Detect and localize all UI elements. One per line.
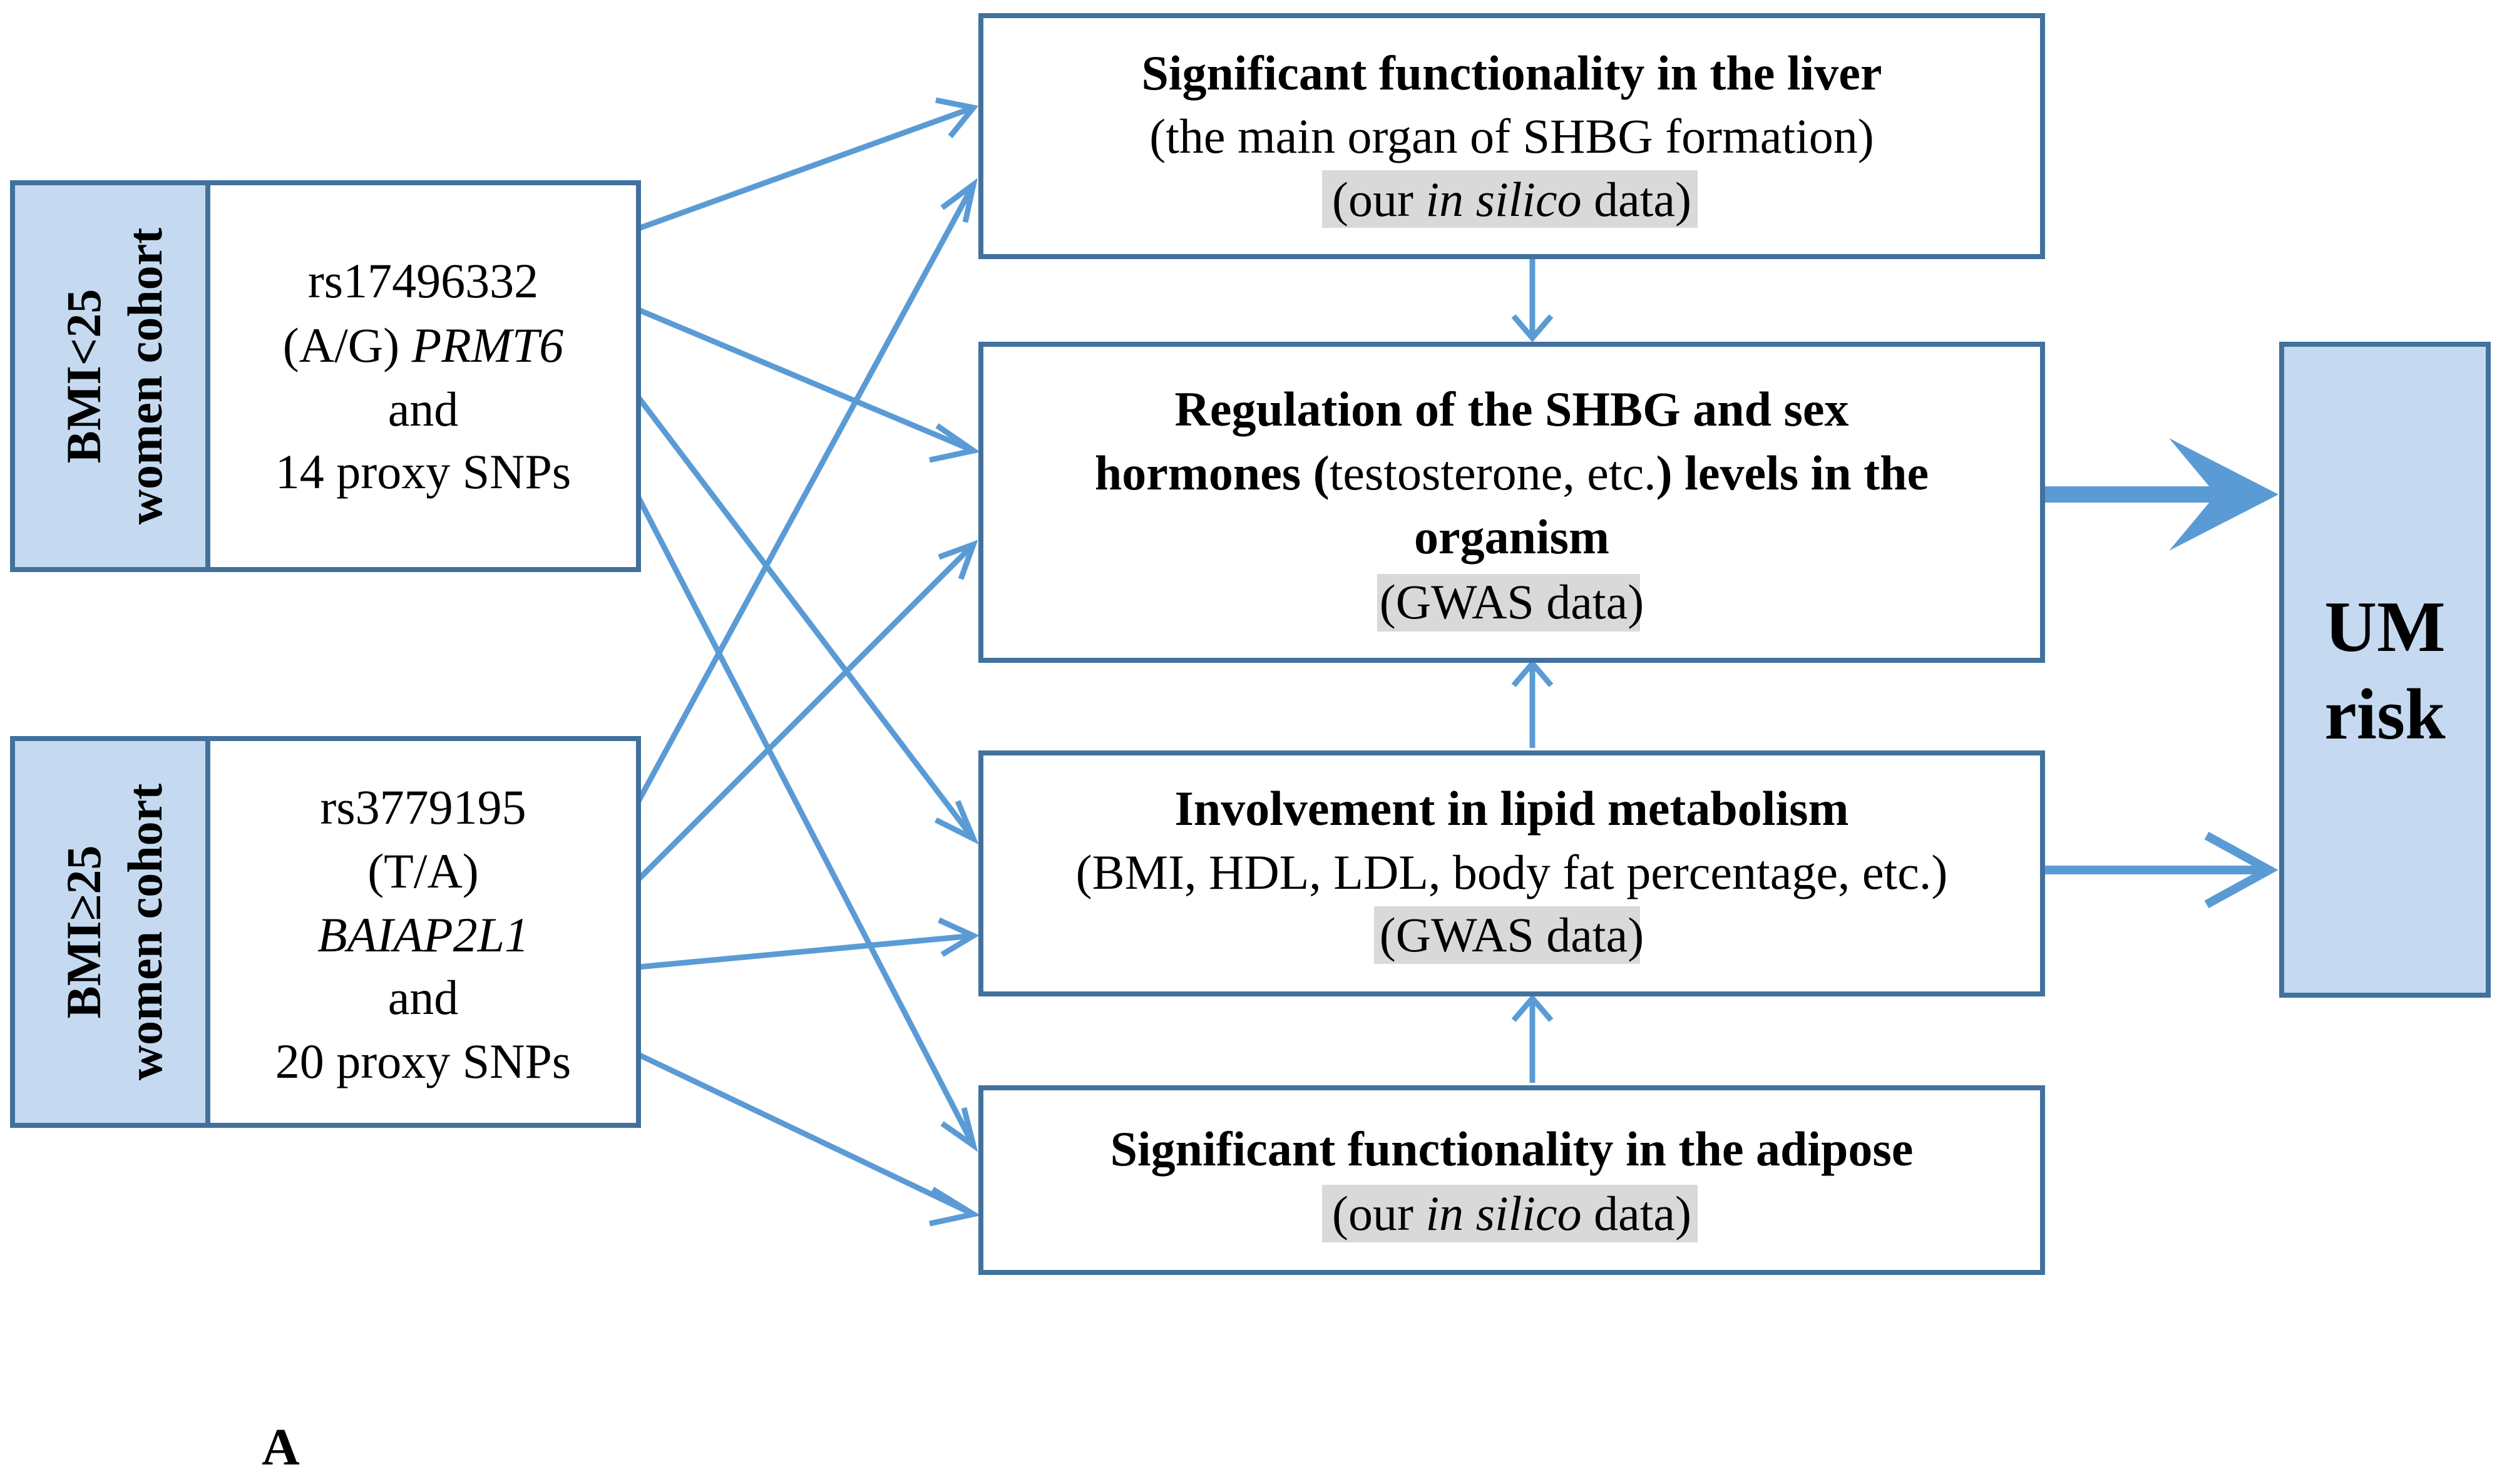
arrowhead (934, 800, 979, 845)
arrow-prmt6-to-lipid (636, 396, 976, 841)
snp-proxy: 14 proxy SNPs (275, 444, 571, 499)
um-risk-box: UM risk (2279, 342, 2491, 998)
snp-box (205, 736, 641, 1128)
arrow-baiap2l1-to-lipid (638, 933, 974, 970)
regulation-line1: Regulation of the SHBG and sex (1175, 382, 1849, 436)
arrowhead (940, 178, 978, 223)
arrowhead (1511, 994, 1554, 1022)
arrow-prmt6-to-regulation (637, 307, 975, 454)
snp-arrows (636, 97, 981, 1227)
arrow-prmt6-to-adipose (636, 496, 976, 1147)
liver-source: (our in silico data) (1332, 172, 1691, 227)
arrow-prmt6-to-liver (637, 105, 975, 232)
liver-box: Significant functionality in the liver (… (978, 13, 2045, 259)
cohort-label-line2: women cohort (118, 228, 172, 525)
arrowhead (2204, 831, 2279, 909)
snp-allele: (T/A) (367, 844, 479, 898)
arrowhead (929, 423, 981, 463)
snp-allele: (A/G) (283, 318, 399, 372)
liver-title: Significant functionality in the liver (1141, 46, 1882, 100)
arrowhead (929, 1187, 981, 1227)
arrow-baiap2l1-to-regulation (636, 542, 976, 882)
cohort-bmi-under-25: BMI<25 women cohort rs17496332 (A/G) PRM… (10, 180, 641, 572)
snp-proxy: 20 proxy SNPs (275, 1034, 571, 1088)
arrowhead (935, 97, 979, 138)
cohort-bmi-25-and-over: BMI≥25 women cohort rs3779195 (T/A) BAIA… (10, 736, 641, 1128)
cohort-label-line1: BMI<25 (56, 289, 111, 463)
arrowhead (1511, 314, 1554, 342)
cohort-label-line2: women cohort (118, 784, 172, 1080)
cohort-label-box (10, 180, 210, 572)
regulation-line3: organism (1414, 509, 1609, 564)
arrowhead (1511, 659, 1554, 687)
adipose-box: Significant functionality in the adipose… (978, 1085, 2045, 1275)
snp-and: and (388, 382, 459, 436)
arrowhead (2169, 438, 2279, 551)
arrowhead (940, 1107, 978, 1152)
gene-name: PRMT6 (411, 318, 564, 372)
arrowhead (938, 917, 980, 957)
snp-id: rs3779195 (320, 780, 526, 834)
regulation-line2: hormones (testosterone, etc.) levels in … (1095, 446, 1929, 500)
cohort-label-line1: BMI≥25 (56, 846, 111, 1019)
regulation-source: (GWAS data) (1380, 575, 1644, 629)
snp-id: rs17496332 (308, 253, 538, 308)
source-highlight (1374, 906, 1640, 964)
arrowhead (938, 540, 978, 580)
cohort-label-box (10, 736, 210, 1128)
vertical-arrows (1511, 257, 1554, 1083)
source-highlight (1377, 574, 1640, 632)
source-highlight (1322, 170, 1698, 228)
adipose-source: (our in silico data) (1332, 1186, 1691, 1241)
lipid-source: (GWAS data) (1380, 908, 1644, 962)
regulation-box: Regulation of the SHBG and sex hormones … (978, 342, 2045, 663)
snp-allele-gene: (A/G) PRMT6 (283, 318, 563, 372)
gene-name: BAIAP2L1 (317, 908, 529, 962)
um-risk-line2: risk (2324, 675, 2446, 755)
snp-and: and (388, 970, 459, 1025)
panel-label: A (262, 1418, 300, 1476)
snp-box (205, 180, 641, 572)
arrow-baiap2l1-to-adipose (637, 1052, 975, 1217)
adipose-title: Significant functionality in the adipose (1110, 1122, 1914, 1176)
liver-subtitle: (the main organ of SHBG formation) (1149, 109, 1874, 163)
arrow-baiap2l1-to-liver (636, 183, 976, 803)
lipid-title: Involvement in lipid metabolism (1175, 781, 1849, 836)
um-risk-line1: UM (2324, 587, 2445, 667)
source-highlight (1322, 1185, 1698, 1242)
outcome-arrows (2044, 438, 2279, 909)
lipid-box: Involvement in lipid metabolism (BMI, HD… (978, 750, 2045, 996)
lipid-subtitle: (BMI, HDL, LDL, body fat percentage, etc… (1076, 845, 1948, 899)
